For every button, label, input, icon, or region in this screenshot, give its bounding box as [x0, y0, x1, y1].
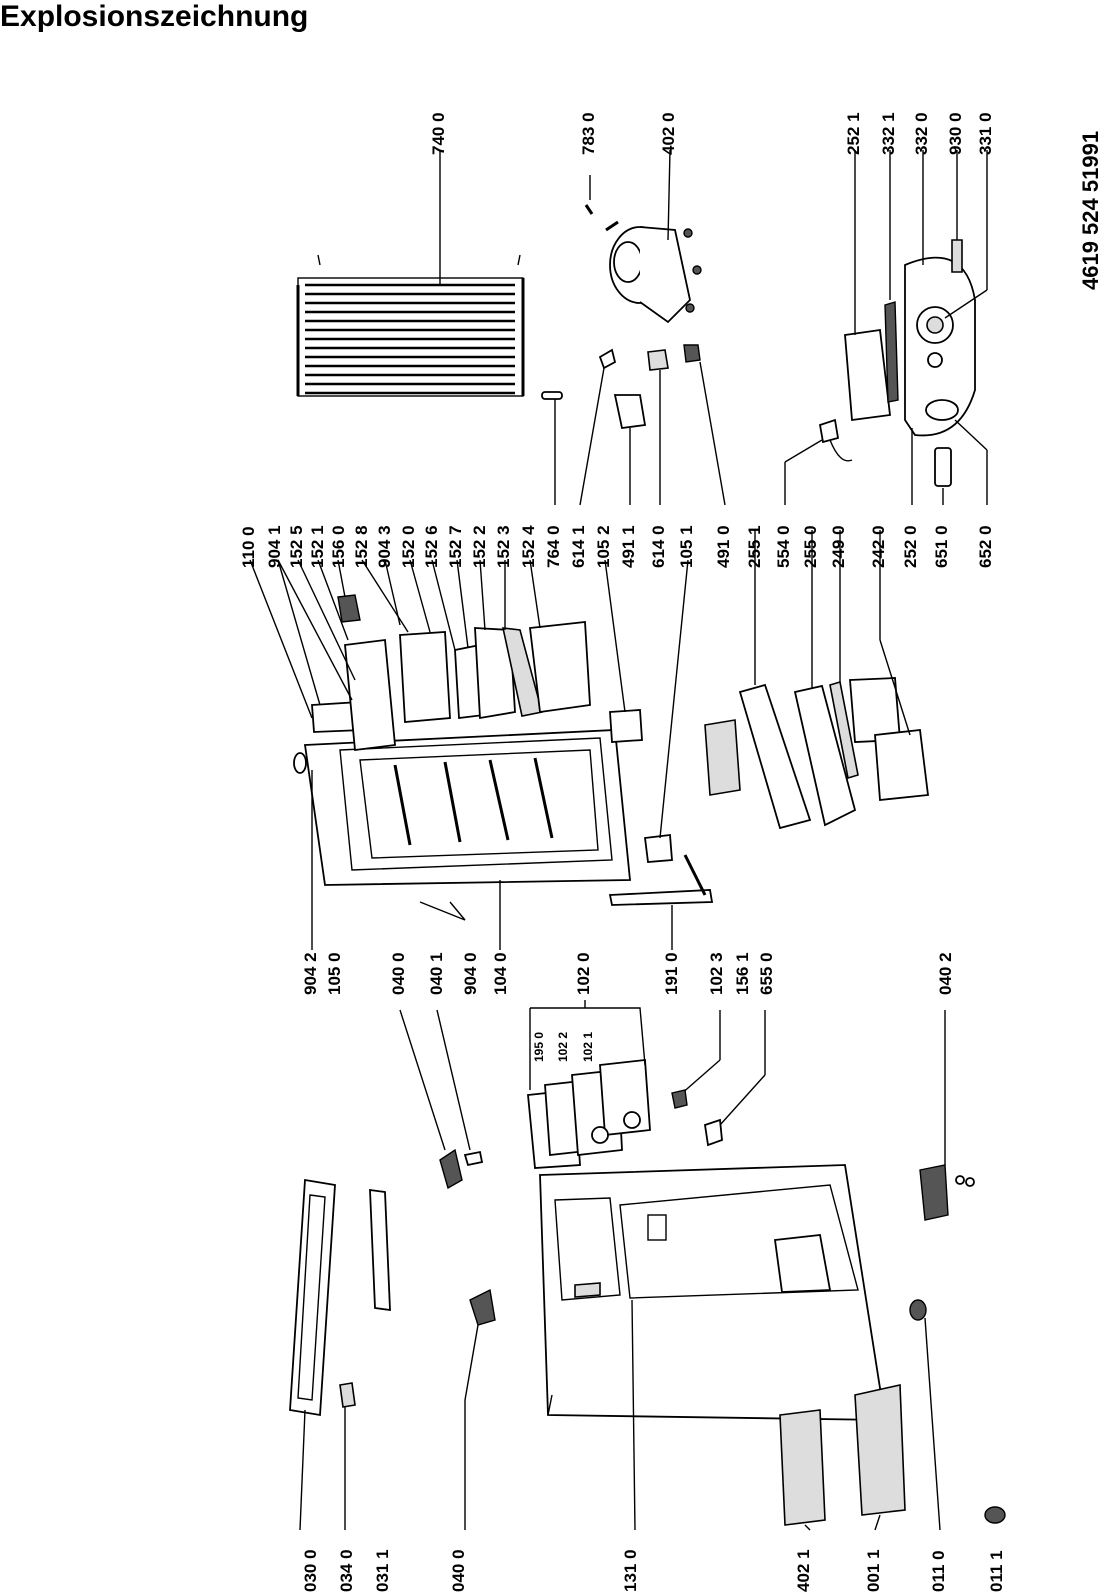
compressor	[584, 149, 702, 324]
door-frame	[289, 1178, 391, 1531]
label-102-2: 102 2	[556, 1031, 570, 1062]
label-195-0: 195 0	[532, 1031, 546, 1062]
shelf-leaders	[249, 559, 689, 839]
label-034-0: 034 0	[337, 1549, 356, 1592]
label-740-0: 740 0	[429, 112, 448, 155]
freezer-shelves	[704, 530, 930, 830]
label-104-0: 104 0	[491, 952, 510, 995]
label-614-1: 614 1	[569, 525, 588, 568]
label-252-0: 252 0	[901, 525, 920, 568]
hinges	[399, 1009, 975, 1530]
label-904-2: 904 2	[301, 952, 320, 995]
label-040-0-lower: 040 0	[449, 1549, 468, 1592]
label-152-4: 152 4	[519, 525, 538, 568]
label-105-0: 105 0	[325, 952, 344, 995]
label-655-0: 655 0	[757, 952, 776, 995]
label-152-0: 152 0	[399, 525, 418, 568]
label-331-0: 331 0	[976, 112, 995, 155]
label-102-1: 102 1	[581, 1031, 595, 1062]
label-783-0: 783 0	[579, 112, 598, 155]
door-liner	[293, 729, 714, 950]
label-249-0: 249 0	[829, 525, 848, 568]
document-number: 4619 524 51991	[1078, 130, 1103, 290]
label-255-0: 255 0	[801, 525, 820, 568]
label-030-0: 030 0	[301, 1549, 320, 1592]
crisper-drawers	[527, 1000, 766, 1169]
thermostat-housing	[784, 150, 988, 505]
label-242-0: 242 0	[869, 525, 888, 568]
label-156-1: 156 1	[733, 952, 752, 995]
label-651-0: 651 0	[932, 525, 951, 568]
label-491-0: 491 0	[714, 525, 733, 568]
label-652-0: 652 0	[976, 525, 995, 568]
label-040-2: 040 2	[936, 952, 955, 995]
label-152-2: 152 2	[470, 525, 489, 568]
label-332-0: 332 0	[912, 112, 931, 155]
label-102-0: 102 0	[574, 952, 593, 995]
label-191-0: 191 0	[662, 952, 681, 995]
base-parts	[779, 1299, 1006, 1531]
label-930-0: 930 0	[946, 112, 965, 155]
label-105-2: 105 2	[594, 525, 613, 568]
label-152-6: 152 6	[422, 525, 441, 568]
label-904-0: 904 0	[461, 952, 480, 995]
door-shelves	[311, 594, 673, 863]
label-152-1: 152 1	[308, 525, 327, 568]
label-904-3: 904 3	[375, 525, 394, 568]
label-252-1: 252 1	[844, 112, 863, 155]
label-105-1: 105 1	[677, 525, 696, 568]
label-614-0: 614 0	[649, 525, 668, 568]
label-011-1: 011 1	[987, 1550, 1006, 1592]
label-152-8: 152 8	[352, 525, 371, 568]
page-title: Explosionszeichnung	[0, 0, 309, 33]
label-554-0: 554 0	[774, 525, 793, 568]
relay-parts	[541, 344, 726, 506]
label-402-0: 402 0	[659, 112, 678, 155]
label-152-3: 152 3	[494, 525, 513, 568]
label-904-1: 904 1	[265, 525, 284, 568]
label-040-0: 040 0	[389, 952, 408, 995]
label-152-5: 152 5	[287, 525, 306, 568]
condenser-coil	[296, 150, 525, 397]
label-011-0: 011 0	[929, 1550, 948, 1592]
label-402-1: 402 1	[794, 1549, 813, 1592]
cabinet	[539, 1164, 887, 1531]
label-764-0: 764 0	[544, 525, 563, 568]
label-332-1: 332 1	[879, 112, 898, 155]
label-110-0: 110 0	[239, 526, 258, 568]
label-156-0: 156 0	[329, 525, 348, 568]
label-152-7: 152 7	[446, 525, 465, 568]
label-102-3: 102 3	[707, 952, 726, 995]
label-131-0: 131 0	[621, 1549, 640, 1592]
label-491-1: 491 1	[619, 525, 638, 568]
label-040-1: 040 1	[427, 952, 446, 995]
label-001-1: 001 1	[864, 1549, 883, 1592]
label-255-1: 255 1	[745, 525, 764, 568]
label-031-1: 031 1	[373, 1549, 392, 1592]
